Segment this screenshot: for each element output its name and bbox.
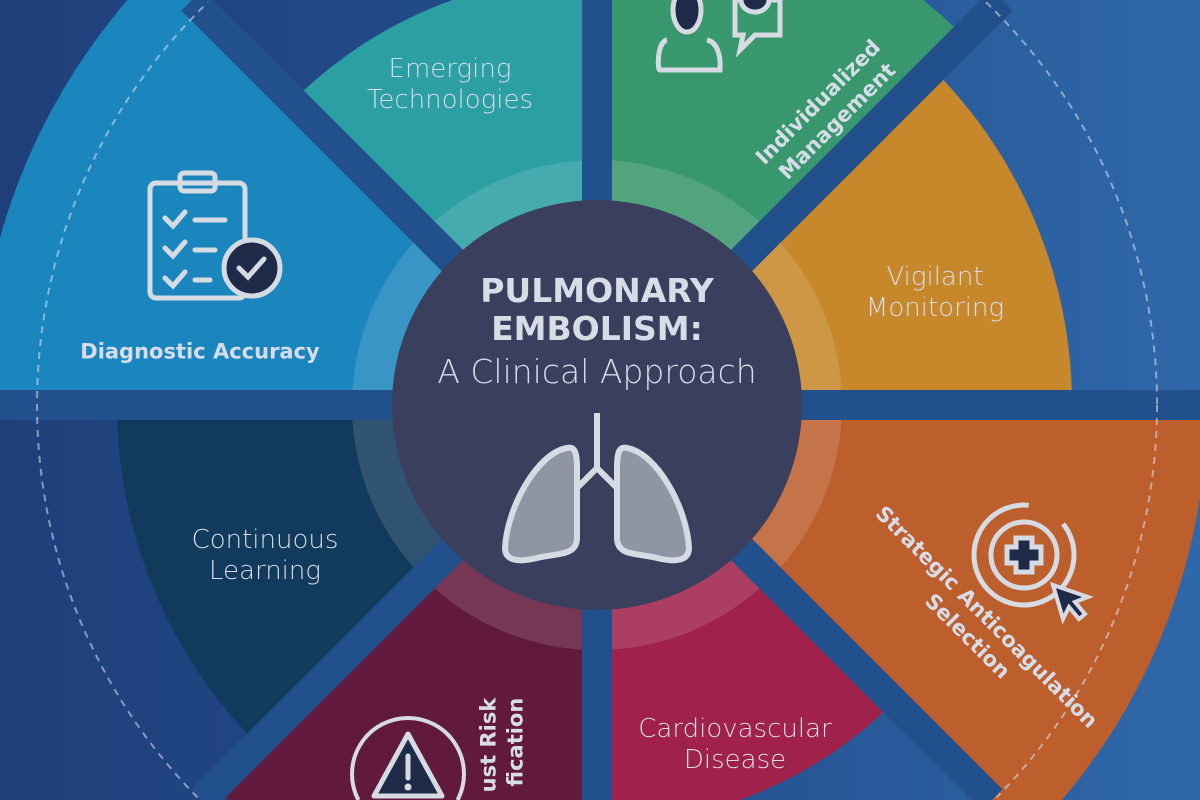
label-line: Vigilant: [886, 262, 984, 292]
medical-cross-cursor-icon: [971, 502, 1094, 625]
dashed-ring: [985, 1, 1158, 405]
segment-risk-stratification: ust Risk fication: [475, 698, 529, 793]
center-title: PULMONARY EMBOLISM:: [480, 272, 714, 348]
clipboard-check-icon: [147, 170, 283, 301]
title-line-1: PULMONARY: [480, 271, 714, 310]
segment-emerging-technologies: Emerging Technologies: [367, 54, 533, 116]
label-line: Emerging: [388, 54, 512, 84]
label-line: Disease: [683, 745, 787, 775]
label-line: ust Risk: [476, 697, 501, 793]
segment-cardiovascular-disease: Cardiovascular Disease: [638, 714, 831, 776]
dashed-ring: [36, 1, 209, 799]
patient-chat-icon: [655, 0, 783, 73]
label-line: Cardiovascular: [638, 714, 832, 744]
label-line: fication: [503, 697, 528, 787]
title-line-2: EMBOLISM:: [491, 309, 703, 348]
label-line: Continuous: [191, 525, 339, 555]
center-circle: [392, 200, 802, 610]
label-line: Technologies: [366, 85, 534, 115]
lungs-icon: [502, 413, 692, 564]
segment-diagnostic-accuracy: Diagnostic Accuracy: [80, 339, 320, 364]
center-subtitle: A Clinical Approach: [437, 352, 757, 391]
segment-continuous-learning: Continuous Learning: [192, 525, 339, 587]
label-line: Monitoring: [865, 293, 1005, 323]
label-line: Learning: [209, 556, 321, 586]
warning-icon: [350, 716, 466, 800]
segment-vigilant-monitoring: Vigilant Monitoring: [866, 262, 1004, 324]
